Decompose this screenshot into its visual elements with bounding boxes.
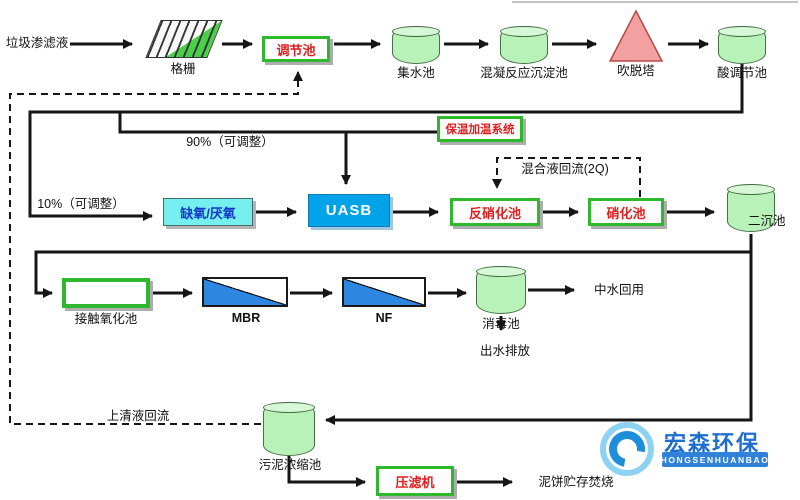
mbr-label: MBR bbox=[231, 311, 261, 325]
logo-name-cn: 宏森环保 bbox=[664, 431, 761, 456]
coagulation-tank-label: 混凝反应沉淀池 bbox=[480, 66, 568, 80]
coagulation-tank-cylinder bbox=[500, 26, 548, 64]
disinfection-tank-cylinder bbox=[476, 266, 526, 314]
split-10-label: 10%（可调整） bbox=[37, 197, 125, 211]
supernatant-return-label: 上清液回流 bbox=[106, 409, 170, 423]
uasb-reactor-node: UASB bbox=[308, 194, 390, 227]
collecting-tank-label: 集水池 bbox=[397, 66, 435, 80]
bar-screen-label: 格栅 bbox=[170, 62, 196, 76]
disinfection-tank-label: 消毒池 bbox=[482, 317, 520, 331]
secondary-sed-label: 二沉池 bbox=[748, 214, 786, 228]
regulating-tank-node: 调节池 bbox=[262, 36, 330, 62]
denitrification-tank-node: 反硝化池 bbox=[450, 198, 540, 226]
split-90-label: 90%（可调整） bbox=[186, 135, 274, 149]
nf-label: NF bbox=[375, 311, 393, 325]
acid-tank-label: 酸调节池 bbox=[716, 66, 767, 80]
contact-oxidation-node bbox=[62, 278, 150, 308]
discharge-label: 出水排放 bbox=[479, 344, 530, 358]
mixed-reflux-label: 混合液回流(2Q) bbox=[521, 162, 609, 176]
source-label: 垃圾渗滤液 bbox=[5, 36, 69, 50]
logo-swirl-icon bbox=[600, 422, 654, 476]
acid-tank-cylinder bbox=[718, 26, 766, 64]
sludge-thickener-cylinder bbox=[263, 402, 315, 456]
filter-press-node: 压滤机 bbox=[376, 466, 454, 496]
company-logo: 宏森环保 HONGSENHUANBAO bbox=[600, 420, 780, 482]
secondary-sed-cylinder bbox=[727, 184, 775, 232]
nitrification-tank-node: 硝化池 bbox=[588, 198, 664, 226]
mud-cake-label: 泥饼贮存焚烧 bbox=[538, 475, 614, 489]
anoxic-tank-node: 缺氧/厌氧 bbox=[163, 198, 253, 226]
bar-screen-icon bbox=[143, 18, 223, 60]
contact-oxidation-label: 接触氧化池 bbox=[74, 312, 138, 326]
nf-membrane-icon bbox=[342, 277, 426, 307]
water-reuse-label: 中水回用 bbox=[593, 283, 644, 297]
logo-name-en: HONGSENHUANBAO bbox=[661, 452, 768, 467]
collecting-tank-cylinder bbox=[392, 26, 440, 64]
stripping-tower-icon bbox=[608, 9, 664, 62]
heating-system-node: 保温加温系统 bbox=[437, 116, 523, 142]
mbr-membrane-icon bbox=[202, 277, 288, 307]
sludge-thickener-label: 污泥浓缩池 bbox=[258, 458, 322, 472]
stripping-tower-label: 吹脱塔 bbox=[617, 64, 655, 78]
